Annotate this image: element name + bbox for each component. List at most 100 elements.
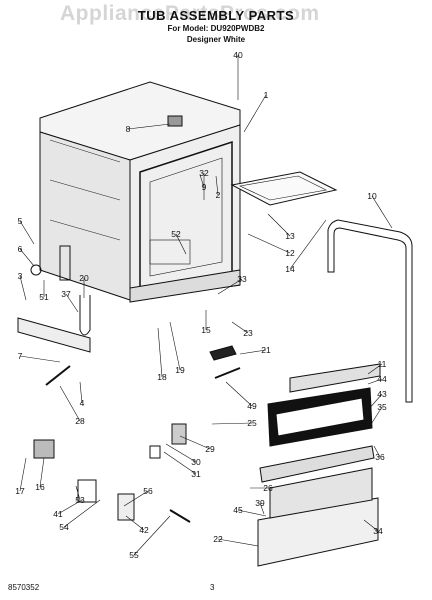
callout-35: 35	[369, 402, 387, 427]
callout-leader	[127, 123, 171, 130]
callout-leader	[289, 219, 327, 270]
callout-leader	[123, 490, 149, 507]
callout-10: 10	[367, 191, 393, 229]
callout-leader	[57, 499, 83, 515]
callout-leader	[367, 378, 383, 385]
callout-56: 56	[123, 486, 153, 507]
callout-22: 22	[213, 534, 259, 547]
callout-28: 28	[59, 385, 85, 426]
callout-21: 21	[239, 345, 271, 355]
spring-part-28	[45, 365, 71, 386]
callout-number: 4	[80, 398, 85, 408]
callout-leader	[79, 381, 83, 404]
callout-30: 30	[165, 443, 201, 467]
callout-31: 31	[163, 451, 201, 479]
callout-12: 12	[247, 233, 295, 258]
callout-39: 39	[255, 498, 265, 515]
clip-part-55	[169, 509, 191, 523]
callout-leader	[367, 363, 383, 375]
callout-leader	[267, 213, 291, 237]
door-hinge-arm	[17, 317, 91, 353]
callout-number: 23	[243, 328, 253, 338]
watermark-text: AppliancePartsPros.com	[60, 2, 320, 25]
callout-leader	[39, 457, 45, 488]
callout-40: 40	[233, 50, 243, 100]
callout-leader	[369, 406, 383, 427]
callout-number: 20	[79, 273, 89, 283]
callout-number: 3	[18, 271, 23, 281]
callout-number: 7	[18, 351, 23, 361]
callout-15: 15	[201, 310, 211, 335]
callout-leader	[243, 94, 267, 133]
callout-number: 54	[59, 522, 69, 532]
callout-3: 3	[18, 271, 27, 301]
callout-51: 51	[39, 280, 49, 302]
callout-number: 55	[129, 550, 139, 560]
callout-leader	[217, 538, 259, 547]
callout-number: 13	[285, 231, 295, 241]
callout-number: 36	[375, 452, 385, 462]
callout-number: 14	[285, 264, 295, 274]
callout-42: 42	[125, 515, 149, 535]
callout-number: 19	[175, 365, 185, 375]
callout-number: 15	[201, 325, 211, 335]
callout-13: 13	[267, 213, 295, 241]
callout-number: 42	[139, 525, 149, 535]
callout-leader	[19, 220, 35, 245]
callout-leader	[199, 174, 205, 188]
callout-leader	[163, 451, 197, 475]
callout-45: 45	[233, 505, 267, 517]
callout-number: 31	[191, 469, 201, 479]
color-variant: Designer White	[186, 35, 246, 44]
callout-11: 11	[367, 359, 387, 375]
spring-part-20	[79, 295, 91, 336]
callout-leader	[19, 275, 27, 301]
callout-number: 1	[264, 90, 269, 100]
callout-leader	[211, 422, 253, 425]
filter-screen-part	[230, 171, 338, 206]
callout-29: 29	[179, 435, 215, 454]
callout-number: 18	[157, 372, 167, 382]
callout-33: 33	[217, 274, 247, 295]
callout-number: 35	[377, 402, 387, 412]
callout-number: 5	[18, 216, 23, 226]
model-number: For Model: DU920PWDB2	[167, 24, 265, 33]
callout-leader	[165, 443, 197, 463]
callout-leader	[259, 502, 265, 515]
callout-number: 29	[205, 444, 215, 454]
callout-leader	[175, 233, 187, 255]
callout-number: 52	[171, 229, 181, 239]
callout-number: 41	[53, 509, 63, 519]
switch-part-16	[33, 439, 55, 459]
callout-1: 1	[243, 90, 269, 133]
callout-17: 17	[15, 457, 27, 496]
callout-leader	[367, 393, 383, 411]
callout-number: 51	[39, 292, 49, 302]
callout-49: 49	[225, 381, 257, 411]
callout-number: 44	[377, 374, 387, 384]
door-frame-part-26	[259, 445, 375, 483]
callout-number: 28	[75, 416, 85, 426]
callout-leader	[363, 519, 379, 532]
callout-8: 8	[126, 123, 171, 134]
callout-number: 33	[237, 274, 247, 284]
console-part-45	[269, 467, 373, 519]
callout-18: 18	[157, 327, 167, 382]
callout-16: 16	[35, 457, 45, 492]
callout-number: 26	[263, 483, 273, 493]
callout-leader	[59, 385, 81, 422]
bracket-part-41	[77, 479, 97, 503]
callout-number: 37	[61, 289, 71, 299]
callout-number: 17	[15, 486, 25, 496]
callout-leader	[19, 355, 61, 363]
callout-number: 12	[285, 248, 295, 258]
callout-54: 54	[59, 499, 101, 532]
callout-number: 8	[126, 124, 131, 134]
callout-5: 5	[18, 216, 35, 245]
callout-leader	[179, 435, 211, 450]
panel-part-44	[289, 363, 381, 393]
washer-part-6	[30, 264, 42, 276]
callout-25: 25	[211, 418, 257, 428]
